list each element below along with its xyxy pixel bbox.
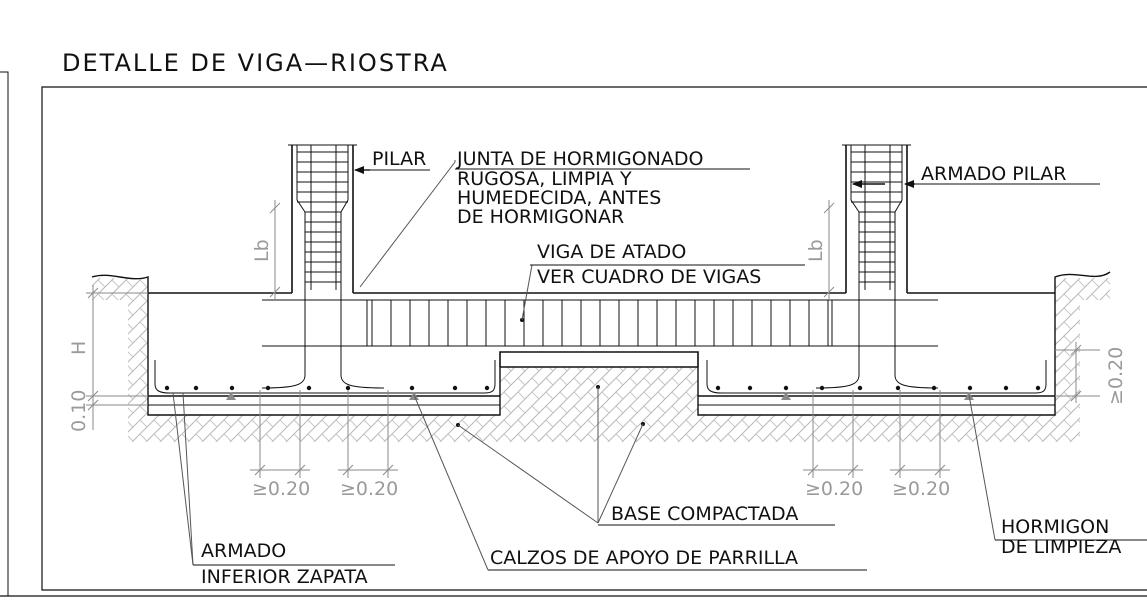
label-armado-1: ARMADO (201, 540, 286, 562)
column-left-rebar (261, 145, 385, 389)
d010-label: 0.10 (68, 390, 90, 432)
label-hormigon-2: DE LIMPIEZA (1001, 536, 1121, 558)
rebar-dot (1035, 385, 1041, 391)
rebar-dot (1003, 385, 1009, 391)
rebar-dot (452, 385, 458, 391)
rebar-dot (783, 385, 789, 391)
rebar-dot (819, 385, 825, 391)
h-dimension (86, 285, 148, 430)
label-junta-1: JUNTA DE HORMIGONADO (456, 148, 703, 170)
column-left (291, 145, 354, 293)
rebar-dot (345, 385, 351, 391)
detail-frame (41, 86, 1147, 591)
beam-stirrups (371, 300, 829, 346)
ge020-horizontal-dimensions (250, 390, 950, 478)
label-junta-3: HUMEDECIDA, ANTES (457, 187, 661, 209)
concrete-outline (148, 292, 1055, 397)
rebar-dot (484, 385, 490, 391)
rebar-dot (193, 385, 199, 391)
drawing-title: DETALLE DE VIGA—RIOSTRA (62, 49, 449, 77)
rebar-dot (265, 385, 271, 391)
leader-lines (172, 160, 996, 571)
footing-rebar-left (154, 360, 496, 394)
lb-label-left: Lb (251, 239, 273, 262)
column-right-stirrups (851, 151, 902, 283)
ge020-label-3: ≥0.20 (805, 478, 863, 500)
rebar-dot (229, 385, 235, 391)
column-right (845, 145, 908, 293)
rebar-dot (931, 385, 937, 391)
rebar-dot (967, 385, 973, 391)
ge020-label-vertical: ≥0.20 (1105, 347, 1127, 405)
rebar-dot (895, 385, 901, 391)
rebar-dot (164, 385, 170, 391)
ge020-label-4: ≥0.20 (892, 478, 950, 500)
h-label: H (68, 341, 90, 355)
lb-label-right: Lb (805, 239, 827, 262)
ge020-vertical-dimension (1055, 342, 1100, 403)
label-hormigon-1: HORMIGON (1001, 516, 1109, 538)
rebar-dot (306, 385, 312, 391)
label-base-compactada: BASE COMPACTADA (611, 503, 798, 525)
sheet-border-left (0, 71, 9, 597)
label-armado-2: INFERIOR ZAPATA (201, 566, 368, 588)
label-junta-2: RUGOSA, LIMPIA Y (457, 168, 632, 190)
column-right-rebar (815, 145, 939, 389)
label-viga-1: VIGA DE ATADO (537, 241, 686, 263)
ge020-label-2: ≥0.20 (340, 478, 398, 500)
rebar-dot (715, 385, 721, 391)
footing-rebar-right (706, 360, 1047, 394)
rebar-dot (747, 385, 753, 391)
soil-hatch (92, 278, 1110, 442)
label-calzos: CALZOS DE APOYO DE PARRILLA (490, 547, 798, 569)
lb-dimension-right (823, 200, 835, 300)
label-armado-pilar: ARMADO PILAR (921, 163, 1067, 185)
rebar-dot (409, 385, 415, 391)
column-left-stirrups (297, 151, 348, 283)
rebar-dots (164, 385, 1041, 391)
lb-dimension-left (269, 200, 281, 300)
label-pilar: PILAR (372, 148, 426, 170)
rebar-dot (857, 385, 863, 391)
ge020-label-1: ≥0.20 (252, 478, 310, 500)
label-viga-2: VER CUADRO DE VIGAS (537, 266, 761, 288)
label-junta-4: DE HORMIGONAR (457, 206, 624, 228)
